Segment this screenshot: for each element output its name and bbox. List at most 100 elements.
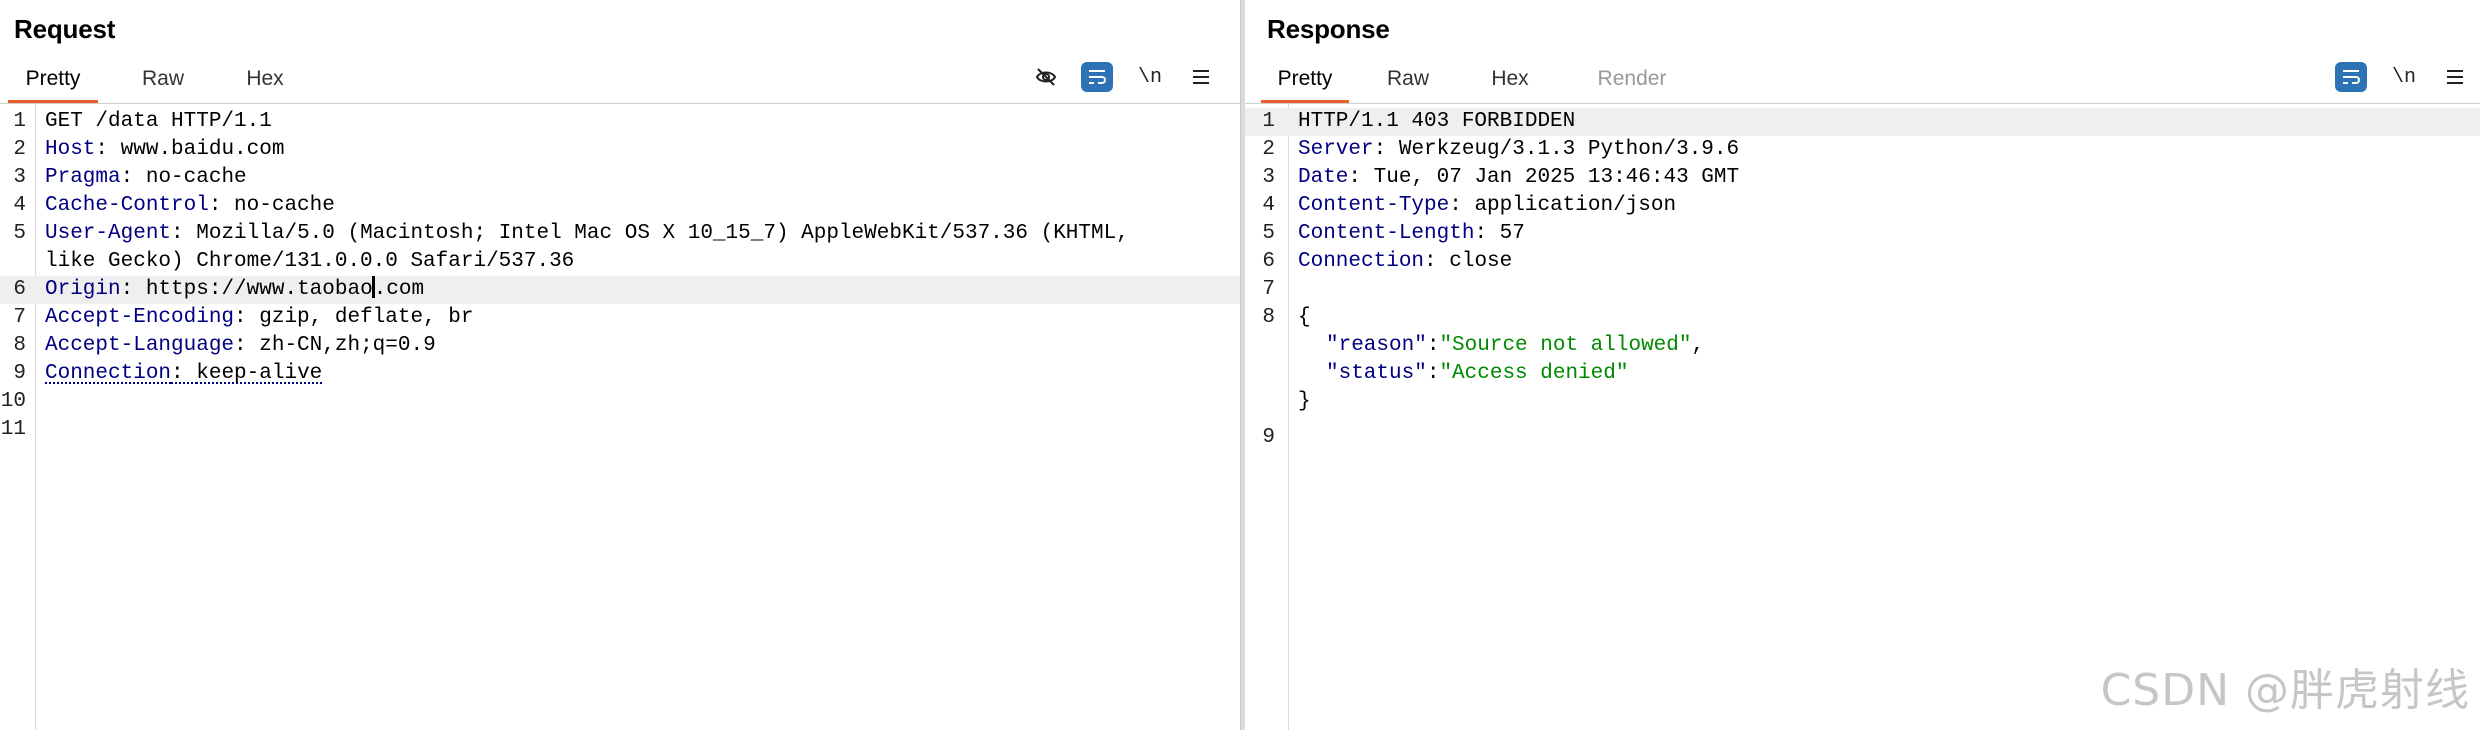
code-line: } — [1245, 388, 2480, 416]
line-text: Accept-Encoding: gzip, deflate, br — [45, 304, 1220, 332]
response-wrap-lines-button[interactable] — [2335, 62, 2367, 92]
response-tab-pretty[interactable]: Pretty — [1261, 64, 1349, 104]
request-tab-pretty[interactable]: Pretty — [8, 64, 98, 104]
pane-splitter[interactable] — [1240, 0, 1245, 730]
json-brace-open: { — [1298, 306, 1311, 329]
line-text: GET /data HTTP/1.1 — [45, 108, 1220, 136]
response-tab-render[interactable]: Render — [1597, 67, 1667, 90]
line-number: 9 — [1262, 426, 1275, 449]
header-value: gzip, deflate, br — [259, 306, 474, 329]
code-line: 6 Connection: close — [1245, 248, 2480, 276]
response-menu-icon[interactable] — [2439, 62, 2471, 92]
header-sep: : — [171, 222, 197, 245]
hide-nonprintable-icon[interactable] — [1030, 62, 1062, 92]
line-number: 8 — [13, 334, 26, 357]
csdn-watermark: CSDN @胖虎射线 — [2100, 665, 2470, 716]
header-name: Cache-Control — [45, 194, 209, 217]
line-number: 1 — [13, 110, 26, 133]
header-value: Werkzeug/3.1.3 Python/3.9.6 — [1398, 138, 1740, 161]
code-line: 9 — [1245, 424, 2480, 452]
response-title: Response — [1267, 14, 1390, 44]
request-line: GET /data HTTP/1.1 — [45, 110, 272, 133]
status-line: HTTP/1.1 403 FORBIDDEN — [1298, 110, 1576, 133]
header-sep: : — [234, 334, 260, 357]
header-value: Mozilla/5.0 (Macintosh; Intel Mac OS X 1… — [45, 222, 1142, 273]
code-line: 7 — [1245, 276, 2480, 304]
header-name: Connection — [45, 362, 172, 385]
header-value: https://www.taobao — [145, 278, 373, 301]
response-show-newlines-button[interactable]: \n — [2391, 65, 2416, 89]
hamburger-icon — [1193, 70, 1209, 84]
code-line: 3 Date: Tue, 07 Jan 2025 13:46:43 GMT — [1245, 164, 2480, 192]
response-tab-raw[interactable]: Raw — [1386, 67, 1429, 90]
header-sep: : — [208, 194, 235, 217]
header-sep: : — [171, 362, 197, 385]
code-line: 1 GET /data HTTP/1.1 — [0, 108, 1240, 136]
json-colon: : — [1426, 362, 1440, 385]
request-show-newlines-button[interactable]: \n — [1137, 65, 1162, 89]
wrap-icon — [2343, 70, 2360, 84]
code-line: 5 User-Agent: Mozilla/5.0 (Macintosh; In… — [0, 220, 1240, 276]
line-number: 5 — [13, 222, 26, 245]
header-name: Pragma — [45, 166, 121, 189]
header-value: application/json — [1474, 194, 1677, 217]
code-line: 4 Content-Type: application/json — [1245, 192, 2480, 220]
line-text: } — [1298, 388, 2460, 416]
header-value: no-cache — [145, 166, 247, 189]
request-menu-icon[interactable] — [1185, 62, 1217, 92]
header-value: keep-alive — [196, 362, 323, 385]
line-number: 2 — [13, 138, 26, 161]
line-number: 1 — [1262, 110, 1275, 133]
eye-slash-icon — [1035, 68, 1057, 86]
line-text: Origin: https://www.taobao.com — [45, 276, 1220, 304]
code-line: 10 — [0, 388, 1240, 416]
line-text: Accept-Language: zh-CN,zh;q=0.9 — [45, 332, 1220, 360]
line-number: 7 — [13, 306, 26, 329]
line-number: 6 — [1262, 250, 1275, 273]
header-value: 57 — [1499, 222, 1525, 245]
line-text: Cache-Control: no-cache — [45, 192, 1220, 220]
header-sep: : — [120, 278, 146, 301]
header-sep: : — [1474, 222, 1500, 245]
header-name: Content-Length — [1298, 222, 1475, 245]
request-editor[interactable]: 1 GET /data HTTP/1.1 2 Host: www.baidu.c… — [0, 108, 1240, 444]
header-value: Tue, 07 Jan 2025 13:46:43 GMT — [1373, 166, 1740, 189]
header-name: Accept-Language — [45, 334, 235, 357]
code-line: 2 Host: www.baidu.com — [0, 136, 1240, 164]
header-name: Server — [1298, 138, 1374, 161]
request-wrap-lines-button[interactable] — [1081, 62, 1113, 92]
request-title: Request — [14, 14, 116, 44]
header-name: Date — [1298, 166, 1349, 189]
line-number: 5 — [1262, 222, 1275, 245]
header-value: zh-CN,zh;q=0.9 — [259, 334, 436, 357]
code-line: 8 Accept-Language: zh-CN,zh;q=0.9 — [0, 332, 1240, 360]
line-number: 3 — [13, 166, 26, 189]
json-string: "Source not allowed" — [1439, 334, 1692, 357]
header-name: Content-Type — [1298, 194, 1450, 217]
request-pane: Request Pretty Raw Hex \n 1 GET /data HT… — [0, 14, 1240, 730]
code-line: 11 — [0, 416, 1240, 444]
line-text: "status":"Access denied" — [1326, 360, 2460, 388]
request-tab-hex[interactable]: Hex — [246, 67, 284, 90]
json-colon: : — [1426, 334, 1440, 357]
line-text: Server: Werkzeug/3.1.3 Python/3.9.6 — [1298, 136, 2460, 164]
header-name: Connection — [1298, 250, 1425, 273]
line-text: Pragma: no-cache — [45, 164, 1220, 192]
line-text: Connection: close — [1298, 248, 2460, 276]
hamburger-icon — [2447, 70, 2463, 84]
line-text: Date: Tue, 07 Jan 2025 13:46:43 GMT — [1298, 164, 2460, 192]
code-line: 4 Cache-Control: no-cache — [0, 192, 1240, 220]
header-sep: : — [1424, 250, 1450, 273]
header-name: Origin — [45, 278, 121, 301]
header-sep: : — [1373, 138, 1399, 161]
code-line-current: 6 Origin: https://www.taobao.com — [0, 276, 1240, 304]
response-tab-hex[interactable]: Hex — [1491, 67, 1529, 90]
wrap-icon — [1089, 70, 1106, 84]
response-editor[interactable]: 1 HTTP/1.1 403 FORBIDDEN 2 Server: Werkz… — [1245, 108, 2480, 452]
text-cursor — [371, 276, 375, 298]
response-tab-divider — [1245, 103, 2480, 104]
request-tab-raw[interactable]: Raw — [141, 67, 184, 90]
header-sep: : — [95, 138, 121, 161]
code-line: 7 Accept-Encoding: gzip, deflate, br — [0, 304, 1240, 332]
response-pane: Response Pretty Raw Hex Render \n 1 HTTP… — [1245, 0, 2480, 730]
